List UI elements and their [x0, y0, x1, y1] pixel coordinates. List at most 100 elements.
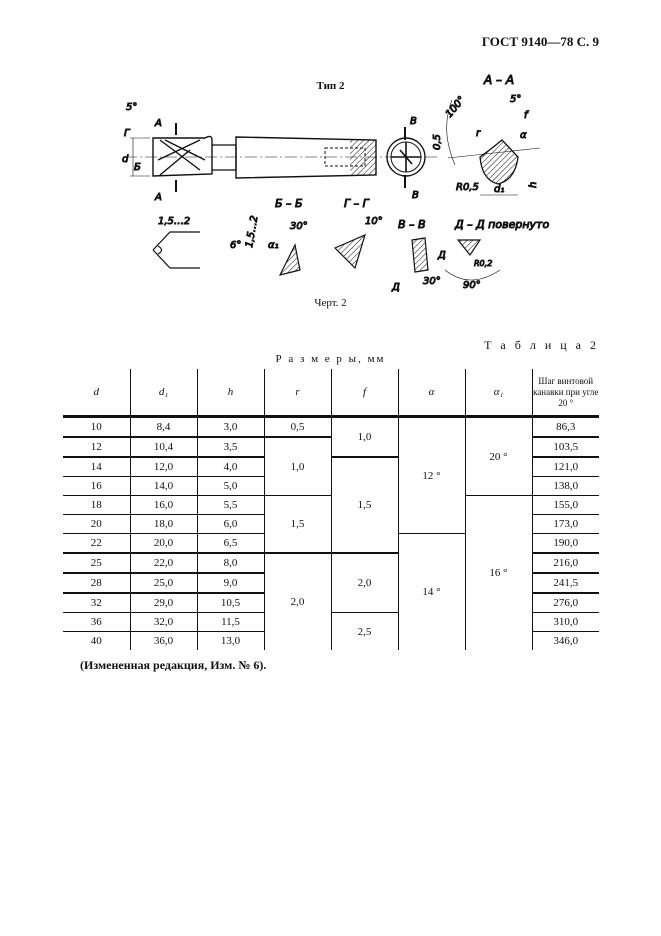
neck [212, 144, 237, 171]
dim-0-5: 0,5 [432, 134, 443, 150]
table-row: 10 8,4 3,0 0,5 1,0 12 ° 20 ° 86,3 [63, 416, 599, 534]
cell-d1: 10,4 [129, 437, 197, 458]
section-vv-title: В – В [398, 218, 426, 231]
dim-angle90: 90° [463, 280, 481, 291]
marker-d-right: Д [437, 250, 446, 261]
col-d: d [63, 369, 130, 418]
cell-f: 1,0 [330, 416, 398, 458]
section-dd-title: Д – Д повернуто [454, 218, 549, 231]
dim-h: h [528, 182, 539, 188]
cell-h: 11,5 [196, 612, 264, 632]
cell-d1: 16,0 [129, 495, 197, 515]
cell-pitch: 216,0 [531, 553, 599, 574]
dim-angle10: 10° [365, 216, 383, 227]
page-header: ГОСТ 9140—78 С. 9 [481, 34, 599, 49]
cell-alpha1: 20 ° [464, 416, 532, 496]
cell-h: 8,0 [196, 553, 264, 574]
table-row: 32 29,0 10,5 276,0 [63, 593, 599, 613]
table-subtitle: Р а з м е р ы, мм [275, 353, 386, 365]
table-row: 28 25,0 9,0 241,5 [63, 573, 599, 594]
cell-f: 2,5 [330, 612, 398, 650]
cell-d1: 14,0 [129, 476, 197, 496]
table-row: 16 14,0 5,0 138,0 [63, 476, 599, 496]
cell-d: 18 [63, 495, 130, 515]
cell-d1: 20,0 [129, 533, 197, 554]
dim-angle100: 100° [444, 94, 468, 120]
cell-h: 13,0 [196, 631, 264, 650]
dim-alpha1: α₁ [268, 240, 279, 251]
dim-angle6: 6° [230, 240, 241, 251]
section-bb [278, 243, 301, 276]
dim-range2: 1,5…2 [244, 215, 260, 249]
section-aa [479, 139, 519, 185]
cell-pitch: 86,3 [531, 416, 599, 438]
section-aa-title: А – А [483, 73, 514, 87]
dim-r05: R0,5 [456, 182, 479, 193]
cell-f: 1,5 [330, 457, 398, 554]
cell-h: 3,5 [196, 437, 264, 458]
figure-caption: Черт. 2 [314, 297, 347, 309]
cell-h: 6,5 [196, 533, 264, 554]
technical-drawing: d 5° А А Г Б В В 0,5 А – А 100° 5° f α r… [122, 73, 550, 294]
dim-d: d [122, 154, 129, 165]
cell-pitch: 276,0 [531, 593, 599, 613]
cell-pitch: 138,0 [531, 476, 599, 496]
cell-d1: 36,0 [129, 631, 197, 650]
section-dd [456, 239, 482, 257]
cell-pitch: 346,0 [531, 631, 599, 650]
cell-h: 3,0 [196, 416, 264, 438]
table-row: 20 18,0 6,0 173,0 [63, 514, 599, 534]
col-r: r [263, 369, 331, 418]
cell-h: 6,0 [196, 514, 264, 534]
cell-alpha1: 16 ° [464, 495, 532, 650]
table-row: 18 16,0 5,5 1,5 16 ° 155,0 [63, 495, 599, 650]
cell-d: 10 [63, 416, 130, 438]
tip-view [152, 231, 200, 269]
marker-a-bottom: А [154, 192, 162, 203]
section-gg-title: Г – Г [344, 197, 370, 210]
col-alpha: α [397, 369, 465, 418]
col-pitch: Шаг винтовой канавки при угле 20 ° [531, 369, 599, 418]
table-row: 22 20,0 6,5 14 ° 190,0 [63, 533, 599, 650]
cell-d: 25 [63, 553, 130, 574]
cell-h: 5,0 [196, 476, 264, 496]
marker-v-bottom: В [412, 190, 419, 201]
dimensions-table: d d₁ h r f α α₁ Шаг винтовой канавки при… [63, 369, 599, 650]
cell-pitch: 310,0 [531, 612, 599, 632]
dim-r02: R0,2 [474, 259, 492, 268]
cell-f: 2,0 [330, 553, 398, 613]
revision-note: (Измененная редакция, Изм. № 6). [80, 658, 267, 672]
cell-d: 22 [63, 533, 130, 554]
cell-d: 12 [63, 437, 130, 458]
cell-r: 2,0 [263, 553, 331, 650]
cell-d: 40 [90, 635, 102, 647]
cell-h: 10,5 [196, 593, 264, 613]
col-f: f [330, 369, 398, 418]
marker-d-bottom: Д [391, 282, 400, 293]
cell-d: 28 [63, 573, 130, 594]
dim-angle5: 5° [126, 102, 137, 113]
marker-b: Б [134, 162, 141, 173]
cell-pitch: 190,0 [531, 533, 599, 554]
cell-d: 20 [63, 514, 130, 534]
col-alpha1: α₁ [464, 369, 532, 418]
cell-d: 16 [63, 476, 130, 496]
col-d1: d₁ [129, 369, 197, 418]
cell-r: 1,5 [263, 495, 331, 554]
cell-pitch: 241,5 [531, 573, 599, 594]
table-row: 12 10,4 3,5 1,0 103,5 [63, 437, 599, 496]
cell-d: 32 [63, 593, 130, 613]
table-row: 40 36,0 13,0 346,0 [63, 631, 599, 650]
cell-d1: 29,0 [129, 593, 197, 613]
cell-h: 4,0 [196, 457, 264, 477]
cell-d1: 12,0 [129, 457, 197, 477]
dim-angle30: 30° [290, 221, 308, 232]
dim-f: f [524, 110, 529, 121]
table-caption: Т а б л и ц а 2 [484, 338, 599, 352]
cell-d1: 22,0 [129, 553, 197, 574]
dim-r: r [476, 128, 481, 139]
cell-pitch: 155,0 [531, 495, 599, 515]
marker-a-top: А [154, 118, 162, 129]
marker-v-top: В [410, 116, 417, 127]
dim-angle30-vv: 30° [423, 276, 441, 287]
